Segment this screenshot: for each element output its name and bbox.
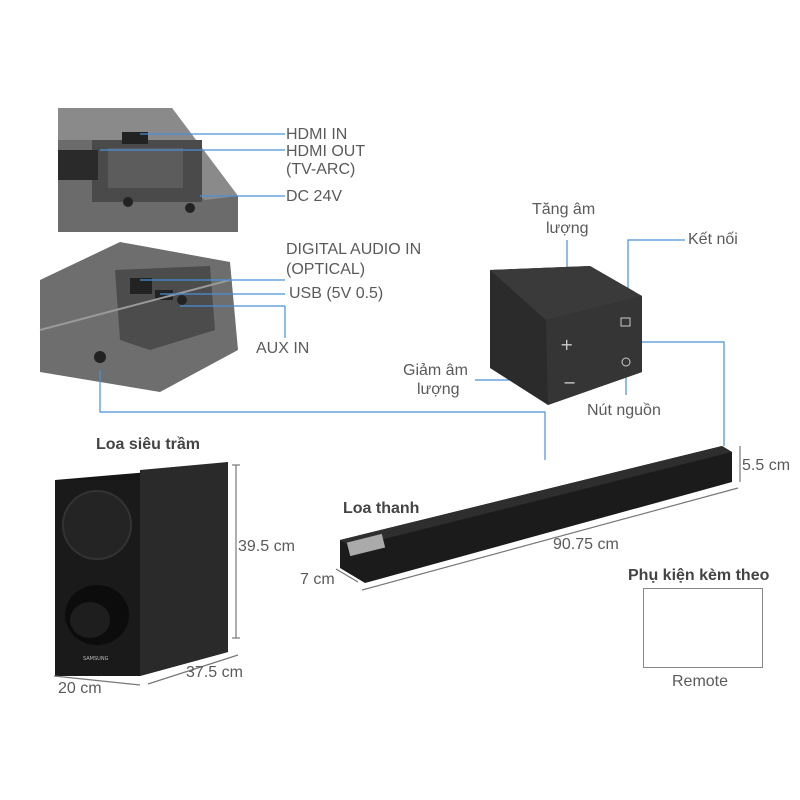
subwoofer-depth: 20 cm [58, 680, 102, 697]
svg-text:+: + [560, 335, 573, 354]
digital-audio-sub-label: (OPTICAL) [286, 261, 366, 278]
soundbar-dimension-lines [335, 446, 741, 591]
remote-frame [643, 588, 763, 668]
rear-panel-hdmi-image [58, 108, 238, 232]
connect-label: Kết nối [688, 231, 738, 248]
soundbar-title: Loa thanh [343, 500, 420, 517]
control-panel-image: + − [490, 266, 642, 405]
aux-label: AUX IN [256, 340, 310, 357]
power-label: Nút nguồn [587, 402, 661, 419]
subwoofer-width: 37.5 cm [186, 664, 243, 681]
subwoofer-dimension-lines [53, 464, 240, 686]
soundbar-height: 5.5 cm [742, 457, 791, 474]
hdmi-out-label: HDMI OUT [286, 143, 366, 160]
rear-panel-optical-image [39, 242, 238, 392]
subwoofer-title: Loa siêu trầm [96, 436, 201, 453]
vol-down-label-line1: Giảm âm [403, 362, 468, 379]
dc-label: DC 24V [286, 188, 343, 205]
hdmi-out-sub-label: (TV-ARC) [286, 161, 356, 178]
subwoofer-height: 39.5 cm [238, 538, 295, 555]
remote-caption: Remote [672, 673, 729, 690]
accessory-title: Phụ kiện kèm theo [628, 567, 770, 584]
soundbar-length: 90.75 cm [553, 536, 619, 553]
hdmi-in-label: HDMI IN [286, 126, 348, 143]
soundbar-image [340, 446, 732, 583]
vol-down-label-line2: lượng [417, 381, 460, 398]
subwoofer-brand-logo: SAMSUNG [83, 656, 109, 662]
digital-audio-label: DIGITAL AUDIO IN [286, 241, 422, 258]
usb-label: USB (5V 0.5) [289, 285, 384, 302]
svg-text:−: − [563, 373, 576, 392]
vol-up-label-line2: lượng [546, 220, 589, 237]
vol-up-label-line1: Tăng âm [532, 201, 596, 218]
subwoofer-image [55, 462, 228, 676]
soundbar-depth: 7 cm [300, 571, 335, 588]
